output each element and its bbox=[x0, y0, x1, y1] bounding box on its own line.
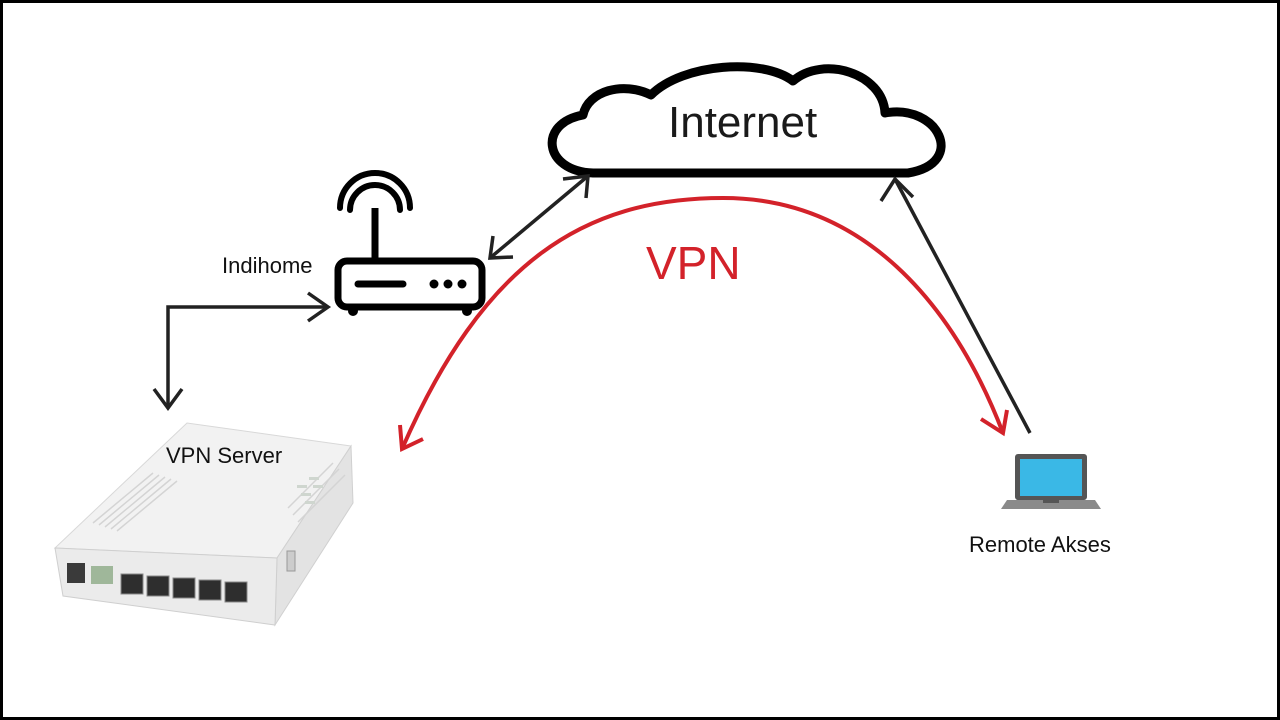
internet-label: Internet bbox=[668, 98, 818, 147]
server-label: VPN Server bbox=[166, 443, 283, 468]
cloud-icon bbox=[547, 62, 946, 178]
router-cloud-link bbox=[487, 174, 590, 260]
diagram-graphics bbox=[53, 62, 1101, 627]
switch-device-icon bbox=[53, 422, 354, 627]
diagram-canvas: Internet VPN Indihome VPN Server Remote … bbox=[3, 3, 1277, 717]
remote-access-label: Remote Akses bbox=[969, 532, 1111, 557]
router-server-link bbox=[152, 291, 332, 411]
laptop-icon bbox=[1001, 454, 1101, 509]
vpn-label: VPN bbox=[646, 237, 741, 289]
laptop-cloud-link bbox=[879, 176, 1032, 434]
wifi-router-icon bbox=[334, 170, 486, 316]
vpn-tunnel-arc bbox=[398, 195, 1009, 453]
router-label: Indihome bbox=[222, 253, 313, 278]
